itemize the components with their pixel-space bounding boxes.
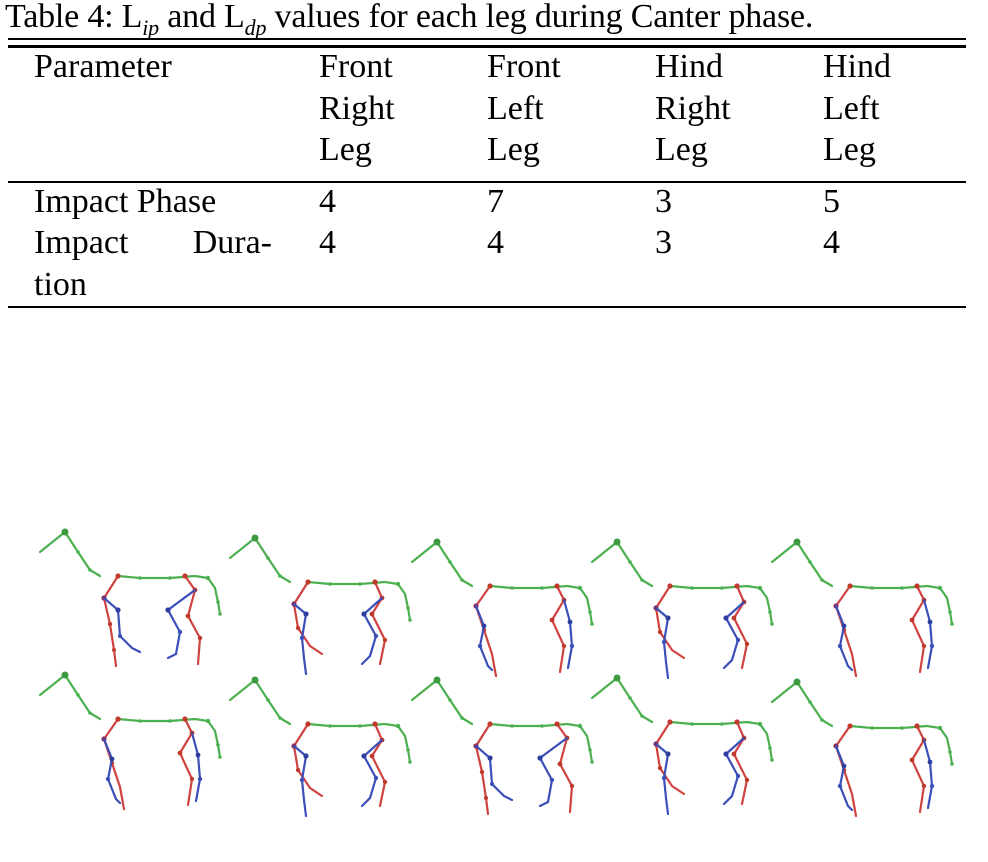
skeleton-frame-7 — [228, 675, 413, 818]
caption-text: Table 4: L — [5, 0, 143, 35]
cell-value: 5 — [823, 183, 840, 220]
header-hind-left-leg: Hind Left Leg — [823, 46, 891, 171]
skeleton-frame-4 — [590, 537, 775, 680]
cell-value: 3 — [655, 224, 672, 261]
skeleton-frame-2 — [228, 533, 413, 676]
skeleton-frame-1 — [38, 527, 223, 668]
horse-skeleton-figure — [38, 520, 960, 820]
header-text: Left — [823, 89, 880, 127]
skeleton-grid — [38, 527, 955, 818]
label-text: Dura- — [192, 224, 272, 261]
header-front-left-leg: Front Left Leg — [487, 46, 561, 171]
caption-subscript-ip: ip — [142, 15, 159, 40]
skeleton-frame-3 — [410, 537, 595, 678]
skeleton-frame-9 — [590, 673, 775, 816]
label-line: Impact Dura- — [34, 222, 272, 264]
table-caption: Table 4: Lip and Ldp values for each leg… — [0, 0, 988, 40]
header-text: Right — [655, 89, 731, 127]
header-hind-right-leg: Hind Right Leg — [655, 46, 731, 171]
header-text: Leg — [823, 131, 876, 168]
cell-value: 3 — [655, 183, 672, 220]
header-text: Leg — [487, 131, 540, 168]
cell-value: 7 — [487, 183, 504, 220]
bottom-rule — [8, 306, 966, 308]
header-rule — [8, 181, 966, 183]
row-label-impact-phase: Impact Phase — [34, 183, 217, 220]
skeleton-frame-10 — [770, 677, 955, 818]
skeleton-frame-6 — [38, 670, 223, 811]
header-text: Left — [487, 89, 544, 127]
header-text: Right — [319, 89, 395, 127]
header-text: Parameter — [34, 48, 172, 85]
cell-value: 4 — [319, 183, 336, 220]
header-text: Hind — [655, 48, 723, 85]
top-rule-thick — [8, 45, 966, 48]
label-text: Impact — [34, 224, 129, 261]
header-text: Leg — [655, 131, 708, 168]
header-front-right-leg: Front Right Leg — [319, 46, 395, 171]
header-text: Leg — [319, 131, 372, 168]
label-text: tion — [34, 265, 87, 303]
caption-text: values for each leg during Canter phase. — [266, 0, 814, 35]
skeleton-frame-8 — [410, 675, 595, 816]
header-text: Hind — [823, 48, 891, 85]
row-label-impact-duration: Impact Dura- tion — [34, 222, 272, 305]
cell-value: 4 — [823, 224, 840, 261]
top-rule-thin — [8, 38, 966, 40]
caption-subscript-dp: dp — [244, 15, 267, 40]
cell-value: 4 — [319, 224, 336, 261]
caption-text: and L — [158, 0, 245, 35]
header-text: Front — [319, 48, 393, 85]
header-parameter: Parameter — [34, 46, 172, 88]
cell-value: 4 — [487, 224, 504, 261]
skeleton-frame-5 — [770, 537, 955, 678]
header-text: Front — [487, 48, 561, 85]
